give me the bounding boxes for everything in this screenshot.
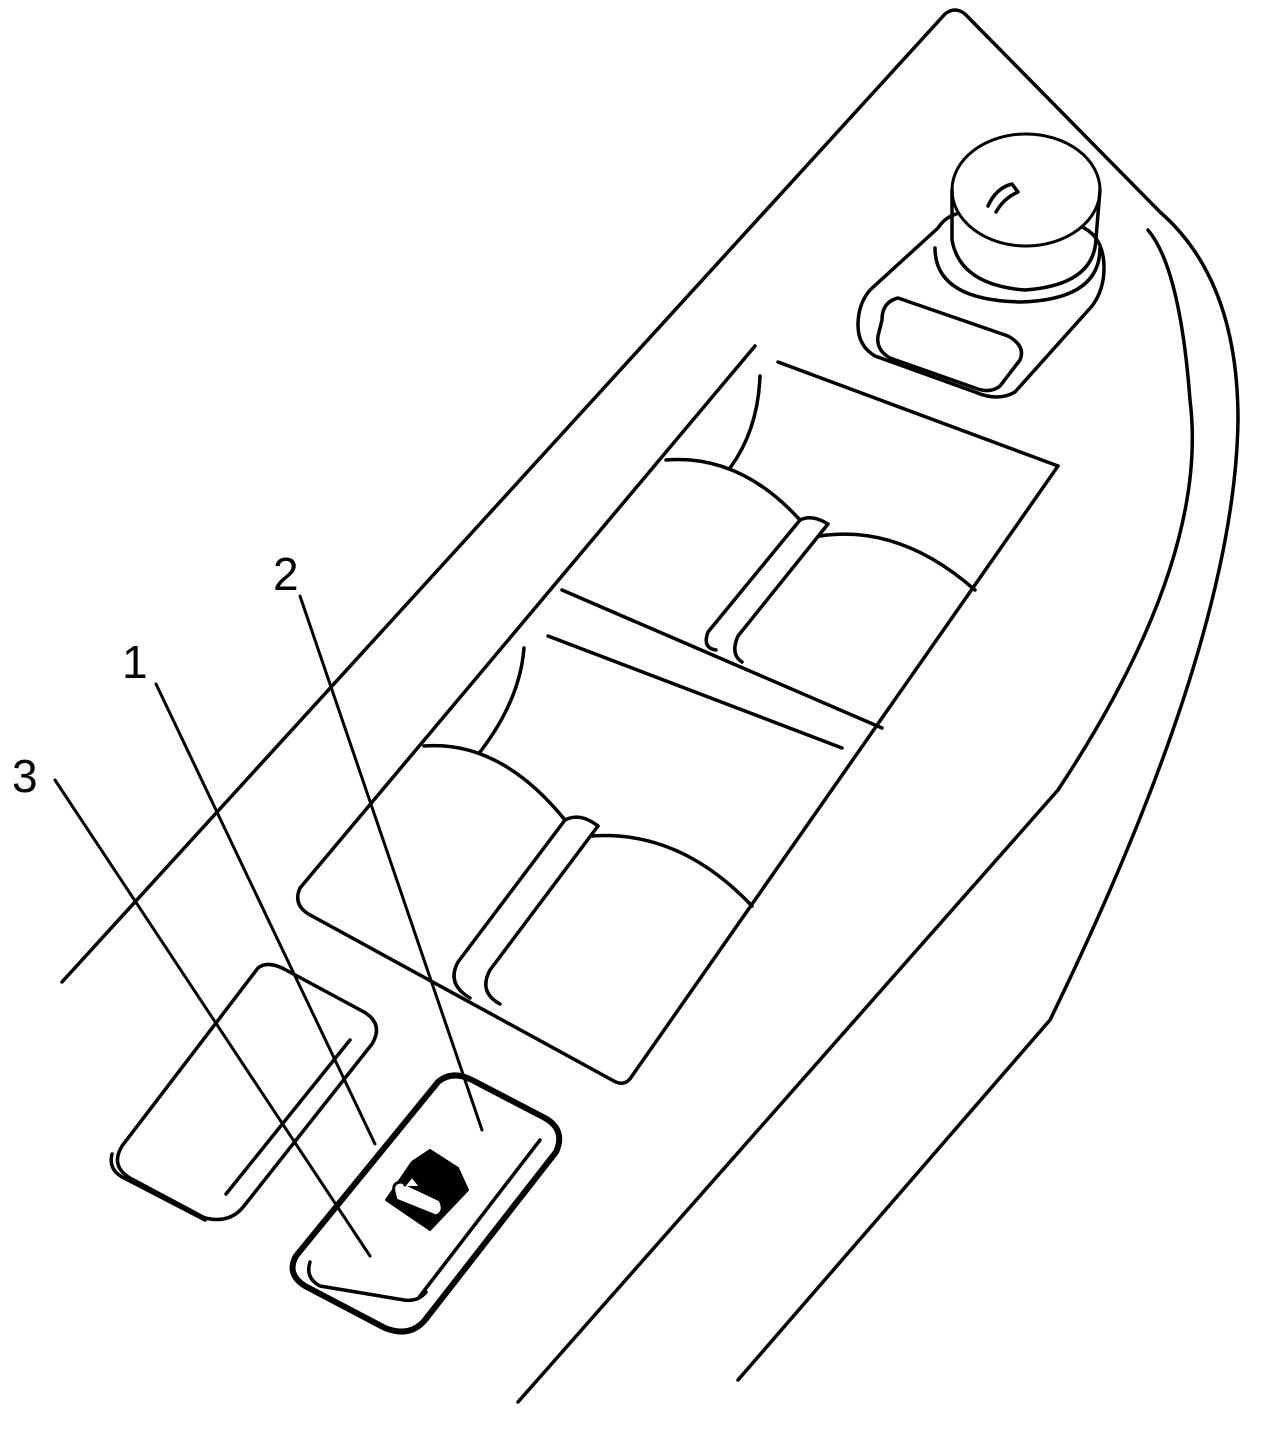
blank-switch-button bbox=[109, 962, 379, 1222]
leader-line-1 bbox=[154, 682, 377, 1146]
window-lock-switch bbox=[289, 1072, 563, 1335]
callout-1: 1 bbox=[122, 636, 148, 688]
leader-line-2 bbox=[298, 594, 484, 1132]
callout-3: 3 bbox=[12, 750, 38, 802]
rear-window-switch bbox=[664, 374, 977, 664]
leader-line-3 bbox=[53, 778, 372, 1258]
mirror-control-knob-icon bbox=[950, 132, 1102, 292]
callout-2: 2 bbox=[273, 548, 299, 600]
mirror-control-switch bbox=[856, 132, 1106, 399]
mirror-switch-button bbox=[876, 296, 1024, 393]
mirror-switch-housing bbox=[856, 209, 1106, 399]
callout-labels: 1 2 3 bbox=[12, 548, 299, 802]
armrest-panel-outline bbox=[60, 8, 1240, 1404]
front-window-switch bbox=[422, 646, 754, 1006]
window-lock-icon bbox=[385, 1149, 469, 1231]
callout-leaders bbox=[53, 594, 484, 1258]
window-switch-bezel bbox=[296, 344, 1060, 1085]
